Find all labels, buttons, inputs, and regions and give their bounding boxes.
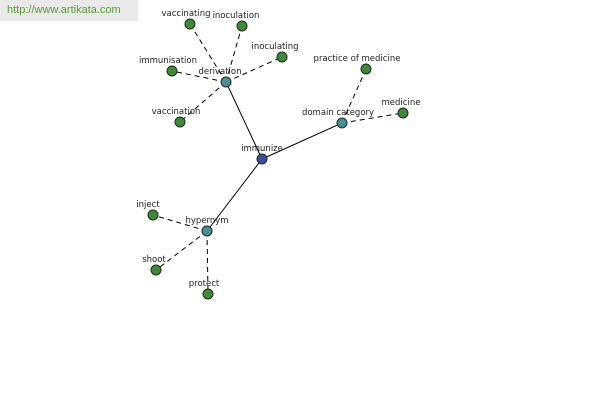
edge-derivation-to-inoculation bbox=[225, 25, 243, 83]
node-label-shoot[interactable]: shoot bbox=[142, 255, 166, 265]
url-banner[interactable]: http://www.artikata.com bbox=[0, 0, 138, 21]
node-label-medicine[interactable]: medicine bbox=[382, 98, 421, 108]
node-hypernym[interactable] bbox=[201, 225, 213, 237]
node-label-vaccinating[interactable]: vaccinating bbox=[161, 9, 210, 19]
edge-hypernym-to-inject bbox=[152, 214, 208, 232]
node-immunize[interactable] bbox=[256, 153, 268, 165]
node-label-immunisation[interactable]: immunisation bbox=[139, 56, 197, 66]
node-inoculating[interactable] bbox=[276, 51, 288, 63]
edge-domain-category-to-medicine bbox=[341, 112, 404, 124]
edge-derivation-to-vaccinating bbox=[189, 23, 227, 83]
node-label-derivation[interactable]: derivation bbox=[198, 67, 241, 77]
node-label-inoculating[interactable]: inoculating bbox=[251, 42, 298, 52]
node-derivation[interactable] bbox=[220, 76, 232, 88]
node-label-inoculation[interactable]: inoculation bbox=[213, 11, 260, 21]
node-label-practice-of-medicine[interactable]: practice of medicine bbox=[314, 54, 401, 64]
node-label-protect[interactable]: protect bbox=[189, 279, 220, 289]
url-link[interactable]: http://www.artikata.com bbox=[7, 4, 121, 16]
node-label-domain-category[interactable]: domain category bbox=[302, 108, 374, 118]
node-inject[interactable] bbox=[147, 209, 159, 221]
node-label-hypernym[interactable]: hypernym bbox=[185, 216, 228, 226]
edge-hypernym-to-protect bbox=[206, 230, 209, 295]
edge-domain-category-to-practice-of-medicine bbox=[341, 68, 367, 124]
edge-derivation-to-immunisation bbox=[171, 70, 227, 83]
node-vaccinating[interactable] bbox=[184, 18, 196, 30]
node-immunisation[interactable] bbox=[166, 65, 178, 77]
graph-nodes bbox=[147, 18, 409, 300]
node-vaccination[interactable] bbox=[174, 116, 186, 128]
edge-derivation-to-vaccination bbox=[179, 81, 227, 123]
node-inoculation[interactable] bbox=[236, 20, 248, 32]
edge-immunize-to-domain-category bbox=[261, 122, 343, 160]
node-practice-of-medicine[interactable] bbox=[360, 63, 372, 75]
node-protect[interactable] bbox=[202, 288, 214, 300]
edge-derivation-to-inoculating bbox=[225, 56, 283, 83]
node-shoot[interactable] bbox=[150, 264, 162, 276]
edge-immunize-to-derivation bbox=[225, 81, 263, 160]
node-label-vaccination[interactable]: vaccination bbox=[152, 107, 201, 117]
node-domain-category[interactable] bbox=[336, 117, 348, 129]
edge-hypernym-to-shoot bbox=[155, 230, 208, 271]
node-label-immunize[interactable]: immunize bbox=[241, 144, 283, 154]
node-label-inject[interactable]: inject bbox=[136, 200, 160, 210]
node-medicine[interactable] bbox=[397, 107, 409, 119]
graph-labels: immunize derivation domain category hyperny… bbox=[136, 9, 420, 289]
graph-edges bbox=[152, 23, 404, 295]
edge-immunize-to-hypernym bbox=[206, 158, 263, 232]
